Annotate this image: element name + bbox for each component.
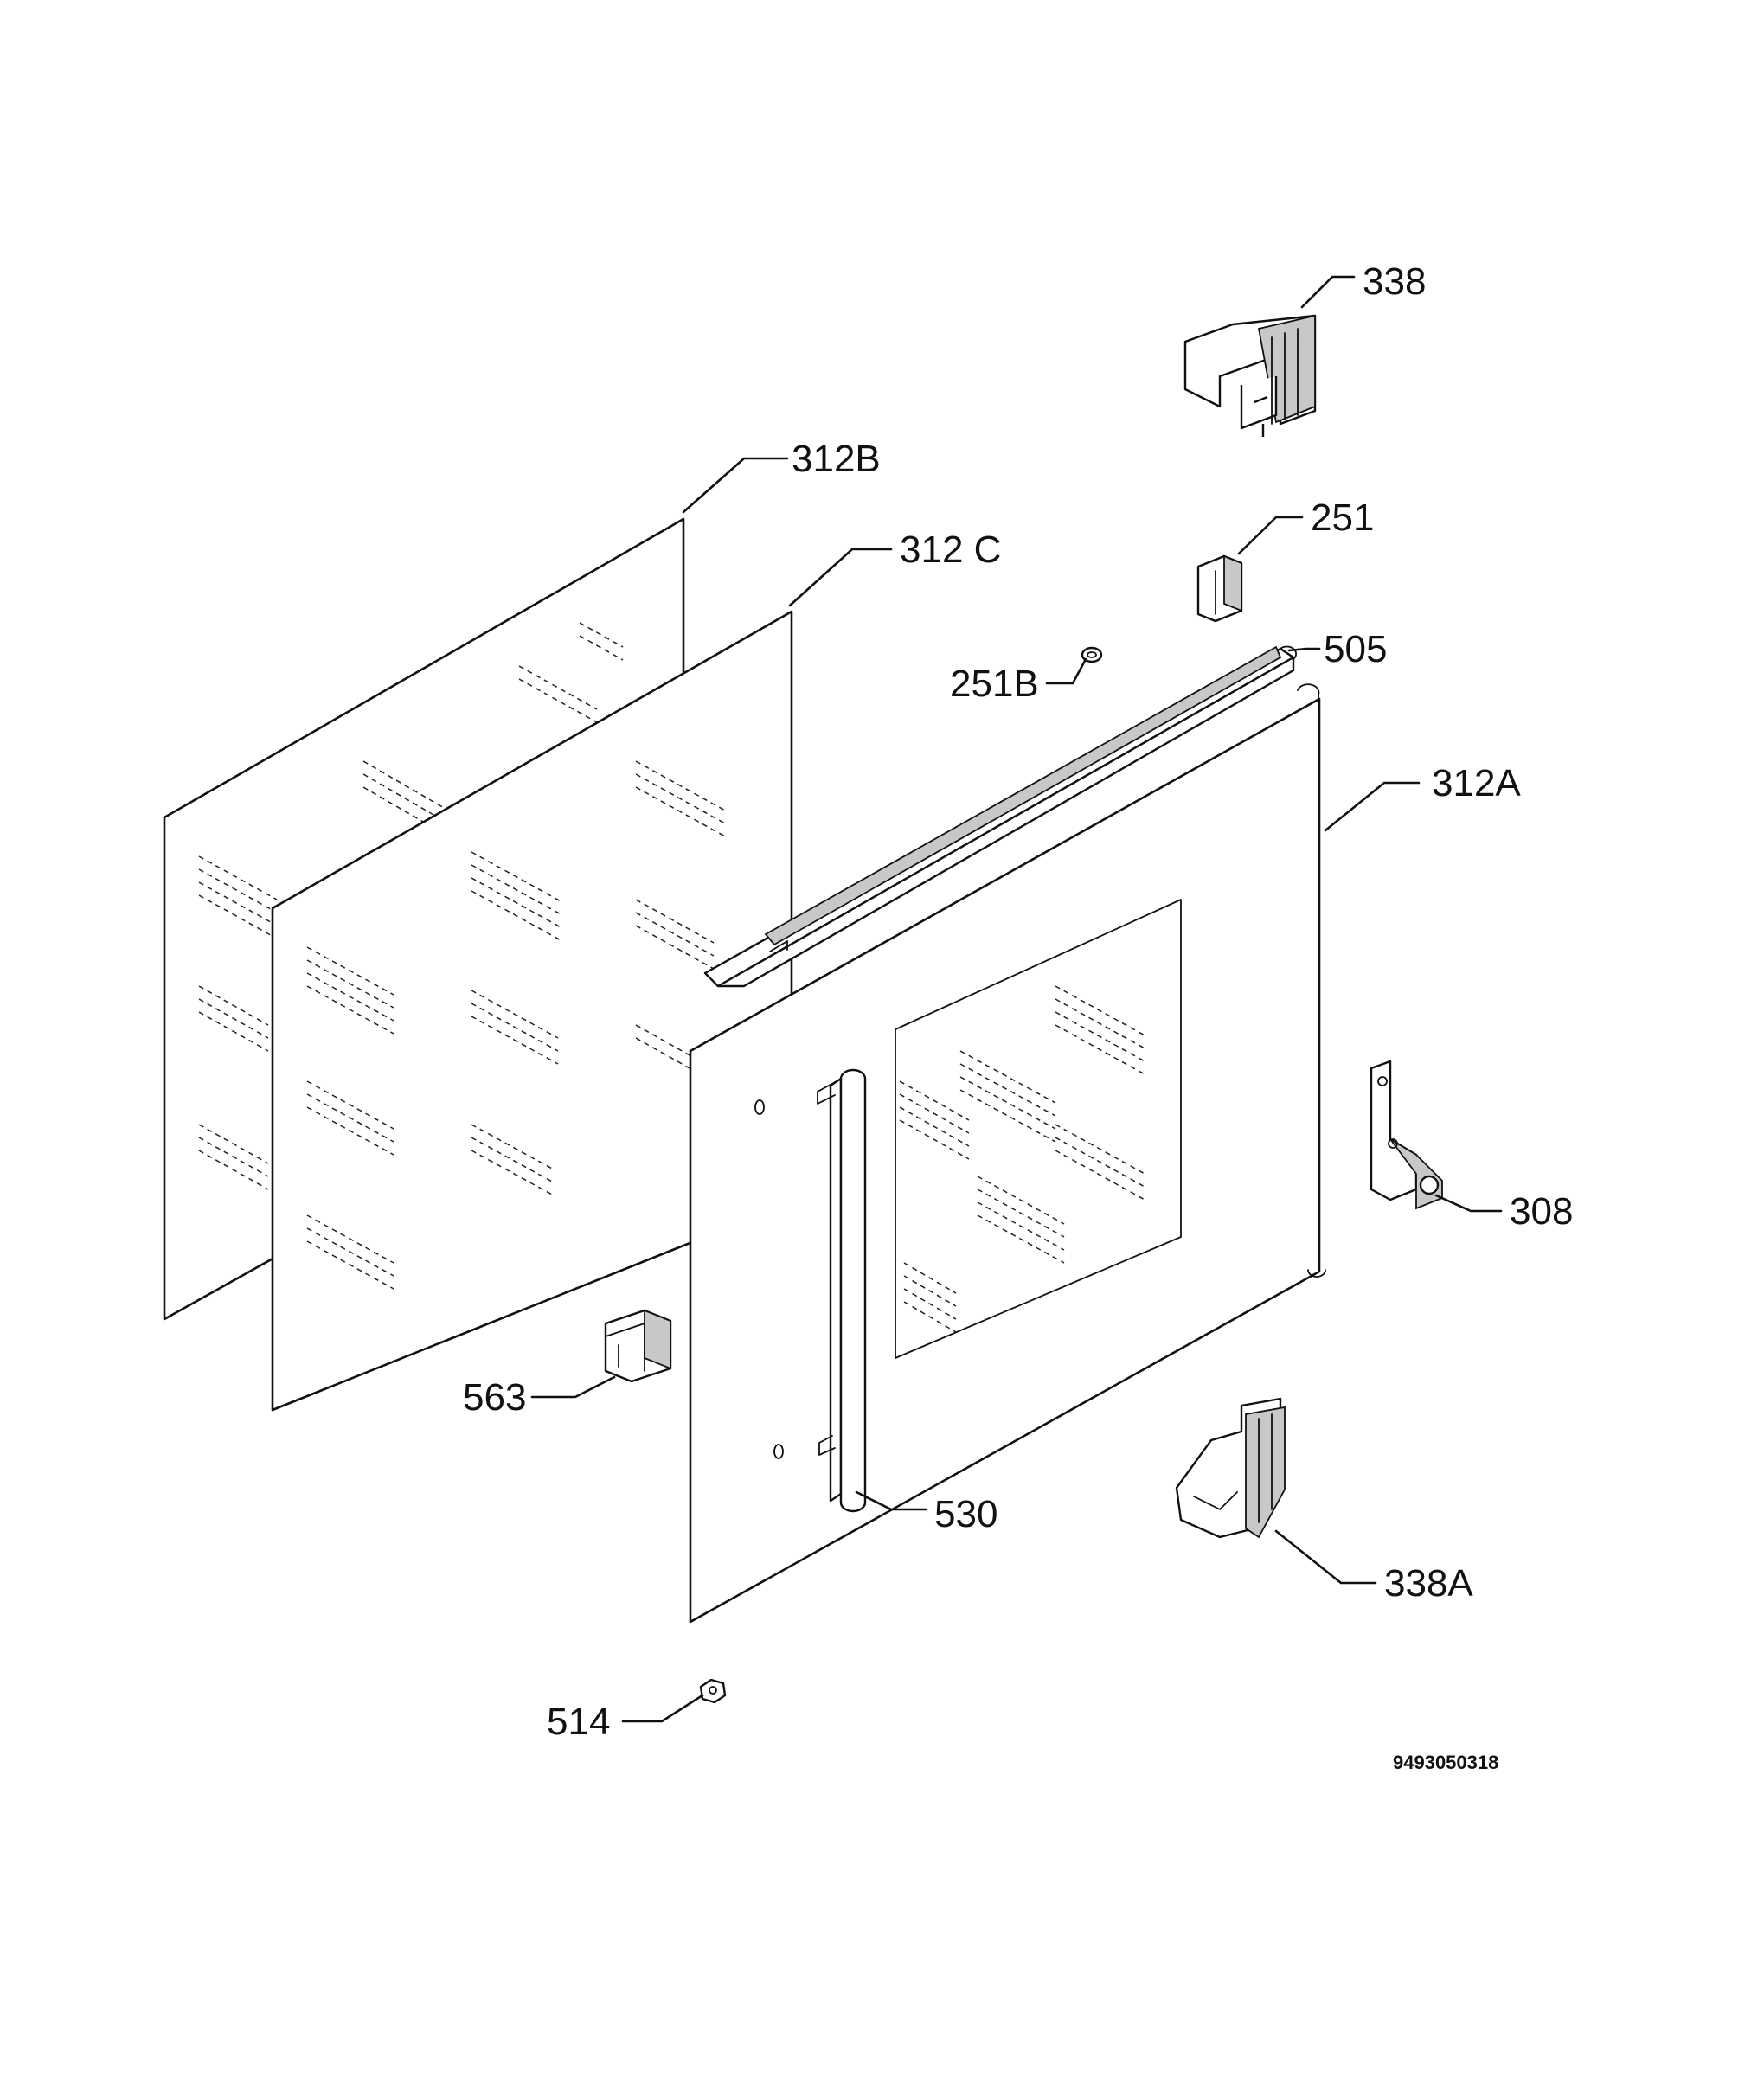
label-251b: 251B	[950, 663, 1039, 705]
top-rail-505	[703, 645, 1297, 988]
document-number: 9493050318	[1393, 1752, 1498, 1773]
label-338: 338	[1363, 260, 1426, 303]
label-312b: 312B	[792, 438, 881, 480]
leader-lines	[530, 275, 1503, 1723]
label-308: 308	[1510, 1190, 1573, 1233]
glass-pane-312c	[271, 610, 793, 1412]
label-312c: 312 C	[900, 529, 1001, 571]
label-312a: 312A	[1432, 762, 1521, 804]
label-530: 530	[934, 1493, 997, 1535]
nut-514	[699, 1678, 727, 1704]
label-563: 563	[463, 1376, 526, 1419]
clip-251	[1196, 554, 1243, 623]
label-514: 514	[547, 1701, 610, 1743]
hinge-308	[1370, 1060, 1443, 1210]
door-handle-530	[817, 1068, 867, 1513]
bracket-338a	[1175, 1397, 1286, 1539]
ring-251b	[1081, 646, 1103, 663]
label-338a: 338A	[1384, 1562, 1473, 1605]
bracket-338	[1183, 314, 1317, 437]
label-251: 251	[1311, 497, 1374, 539]
block-563	[604, 1309, 672, 1383]
label-505: 505	[1324, 628, 1387, 670]
callout-labels: 338 312B 312 C 251 251B 505 312A 308 563…	[463, 260, 1573, 1773]
